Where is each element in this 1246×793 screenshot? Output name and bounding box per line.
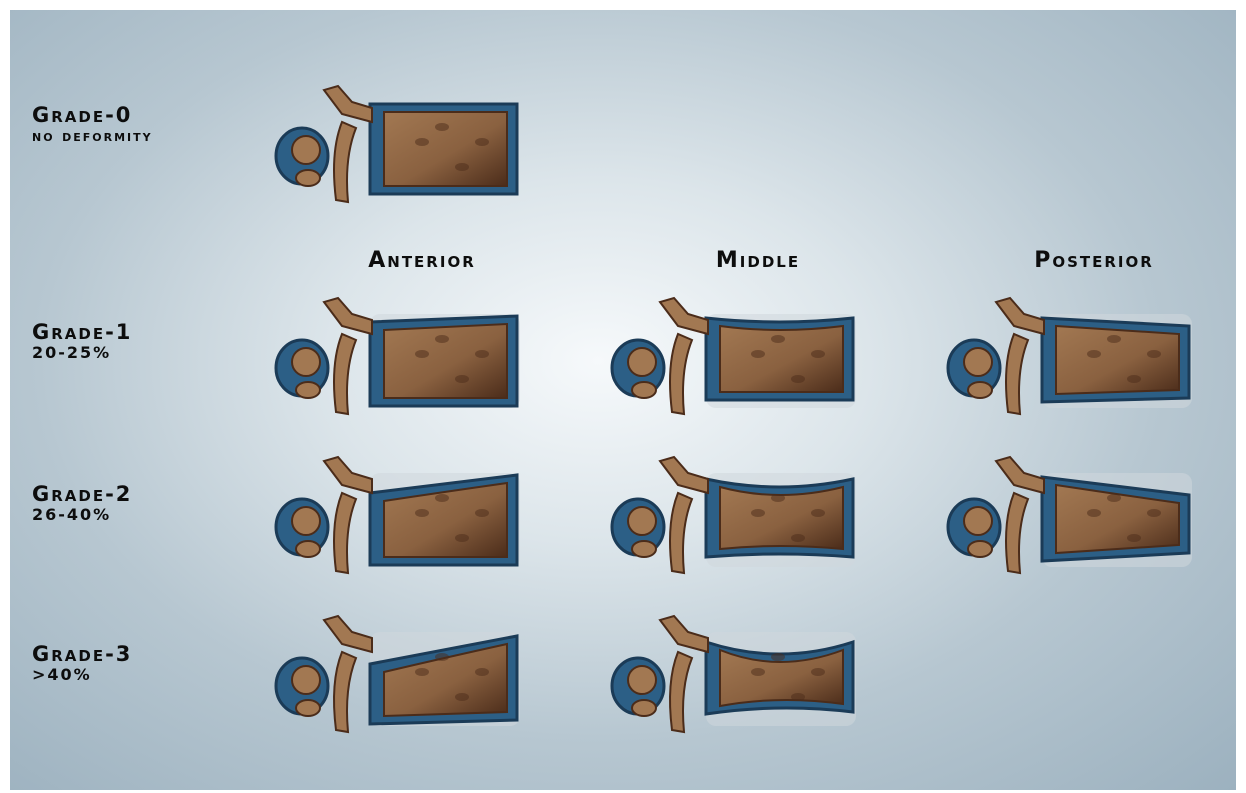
vertebra-grade-1-anterior [272,294,522,424]
vertebra-grade-0-normal [272,82,522,212]
row-label-grade-0: Grade-0 no deformity [32,103,153,146]
column-header-anterior: Anterior [292,248,552,273]
diagram-canvas: Grade-0 no deformity Grade-1 20-25% Grad… [10,10,1236,790]
row-label-grade-2: Grade-2 26-40% [32,482,132,525]
vertebra-grade-2-anterior [272,453,522,583]
grade-1-subtitle: 20-25% [32,344,132,362]
grade-2-subtitle: 26-40% [32,506,132,524]
grade-2-title: Grade-2 [32,482,132,506]
column-header-middle: Middle [628,248,888,273]
vertebra-grade-1-middle [608,294,858,424]
grade-1-title: Grade-1 [32,320,132,344]
row-label-grade-1: Grade-1 20-25% [32,320,132,363]
row-label-grade-3: Grade-3 >40% [32,642,132,685]
vertebra-grade-1-posterior [944,294,1194,424]
vertebra-grade-3-anterior [272,612,522,742]
vertebra-grade-3-middle [608,612,858,742]
grade-0-subtitle: no deformity [32,127,153,145]
column-header-posterior: Posterior [964,248,1224,273]
vertebra-grade-2-middle [608,453,858,583]
grade-3-subtitle: >40% [32,666,132,684]
grade-3-title: Grade-3 [32,642,132,666]
vertebra-grade-2-posterior [944,453,1194,583]
grade-0-title: Grade-0 [32,103,153,127]
